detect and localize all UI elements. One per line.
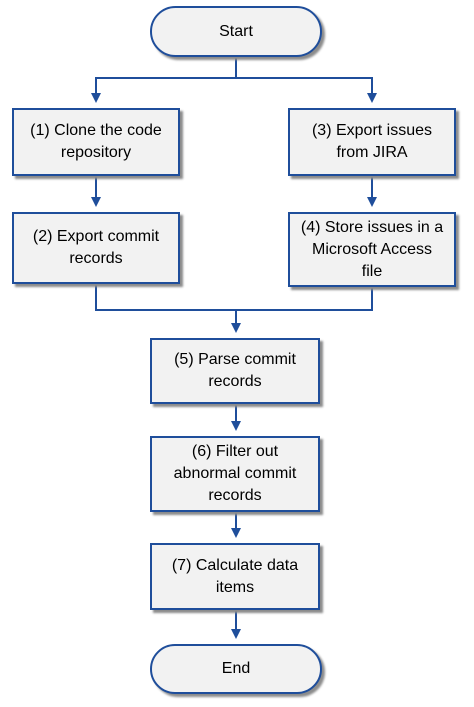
edge-start-to-step1 bbox=[91, 57, 237, 103]
step-4-box: (4) Store issues in a Microsoft Access f… bbox=[288, 212, 456, 287]
step-3-box: (3) Export issues from JIRA bbox=[288, 108, 456, 176]
edge-step2-to-step5 bbox=[95, 284, 241, 333]
edge-step4-to-step5 bbox=[236, 287, 373, 311]
step-4-label: (4) Store issues in a Microsoft Access f… bbox=[300, 218, 444, 280]
step-1-label: (1) Clone the code repository bbox=[30, 122, 162, 161]
step-5-box: (5) Parse commit records bbox=[150, 338, 320, 404]
step-2-label: (2) Export commit records bbox=[32, 228, 160, 267]
step-1-box: (1) Clone the code repository bbox=[12, 108, 180, 176]
step-6-label: (6) Filter out abnormal commit records bbox=[173, 443, 297, 504]
end-node: End bbox=[150, 644, 322, 694]
end-label: End bbox=[221, 660, 251, 677]
step-7-box: (7) Calculate data items bbox=[150, 543, 320, 610]
edge-start-to-step3 bbox=[236, 77, 377, 103]
start-node: Start bbox=[150, 6, 322, 57]
step-6-box: (6) Filter out abnormal commit records bbox=[150, 436, 320, 512]
step-2-box: (2) Export commit records bbox=[12, 212, 180, 284]
step-7-label: (7) Calculate data items bbox=[171, 556, 299, 596]
start-label: Start bbox=[219, 22, 253, 40]
step-3-label: (3) Export issues from JIRA bbox=[311, 122, 433, 161]
step-5-label: (5) Parse commit records bbox=[174, 351, 296, 390]
